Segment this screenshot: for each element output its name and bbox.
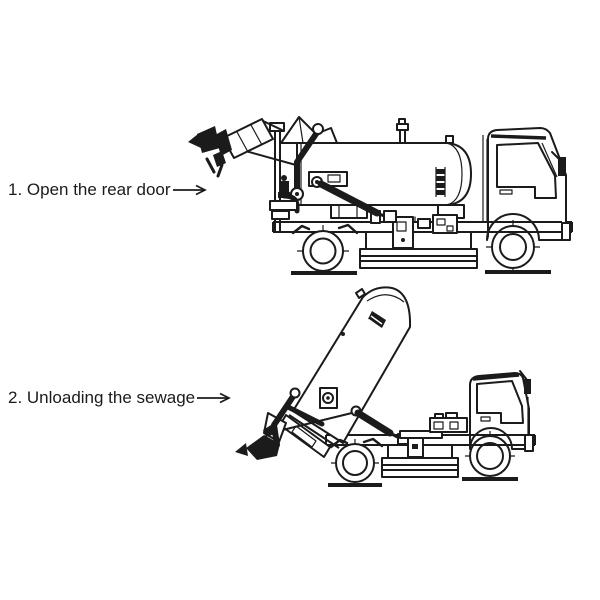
front-bumper [561,222,571,241]
cab-window [496,142,557,199]
front-bumper [524,434,534,452]
rear-door-open [188,118,297,178]
tipping-linkage [290,123,397,223]
front-wheel [486,220,540,271]
tank [296,118,472,206]
valve-assembly [269,175,300,220]
cab-window [476,380,524,424]
ground-lines [291,270,551,275]
ground-lines [328,477,518,487]
door-handle [480,416,491,422]
truck-unloading-drawing [235,286,536,487]
figure-truck-tank-tilted [230,285,590,495]
step-2-caption: 2. Unloading the sewage [8,388,232,408]
rear-wheel [297,225,349,273]
step-1-caption: 1. Open the rear door [8,180,208,200]
mirror [558,157,566,176]
door-handle [499,189,513,195]
mirror [524,379,531,394]
arrow-right-icon [172,184,208,196]
step-2-label: 2. Unloading the sewage [8,388,196,407]
arrow-right-icon [196,392,232,404]
engine-deck [399,412,468,458]
cab [482,127,571,241]
rear-wheel [331,439,379,484]
side-guard-rails [359,232,478,269]
rear-door-auger [235,387,357,460]
truck-rear-door-open-drawing [188,116,573,275]
rear-fenders [329,437,384,449]
cab [469,370,534,452]
step-1-label: 1. Open the rear door [8,180,171,199]
rear-fenders [291,223,359,235]
figure-truck-rear-door-open [185,95,580,290]
rear-door-frame [279,387,338,458]
